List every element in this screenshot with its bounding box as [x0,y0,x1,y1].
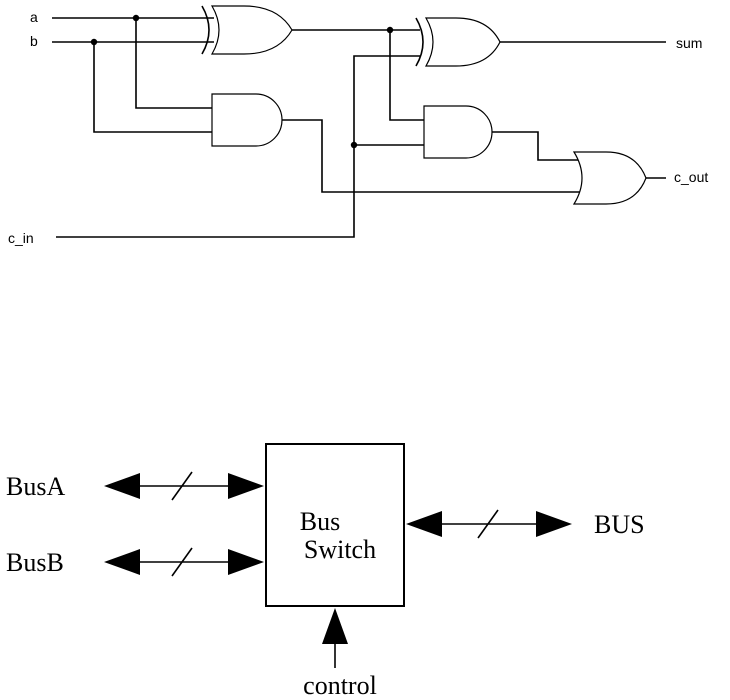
wire-and2-out [492,132,580,160]
or-gate [574,152,646,204]
busb-bidirectional-arrow [104,548,264,576]
xor-gate-1 [202,6,292,54]
bus-switch-label-line2: Switch [304,535,376,564]
wire-a-to-and1 [136,18,212,108]
full-adder-circuit: a b c_in sum c_out [8,6,708,246]
bus-switch-label-line1: Bus [300,507,340,536]
junction-cin [351,142,357,148]
wire-xor1-to-and2 [390,30,424,120]
and-gate-1 [212,94,282,146]
xor-gate-2 [416,18,500,66]
busb-label: BusB [6,548,64,577]
wire-b-to-and1 [94,42,212,132]
junction-a [133,15,139,21]
bus-label: BUS [594,510,645,539]
bus-switch-diagram: Bus Switch BusA BusB BUS [6,444,645,700]
control-arrow [322,608,348,668]
output-label-c-out: c_out [674,169,708,185]
junction-xor1-out [387,27,393,33]
bus-bidirectional-arrow [406,510,572,538]
junction-b [91,39,97,45]
control-label: control [303,671,377,700]
input-label-b: b [30,33,38,49]
busa-bidirectional-arrow [104,472,264,500]
and-gate-2 [424,106,492,158]
output-label-sum: sum [676,35,702,51]
busa-label: BusA [6,472,65,501]
input-label-c-in: c_in [8,230,34,246]
input-label-a: a [30,9,38,25]
